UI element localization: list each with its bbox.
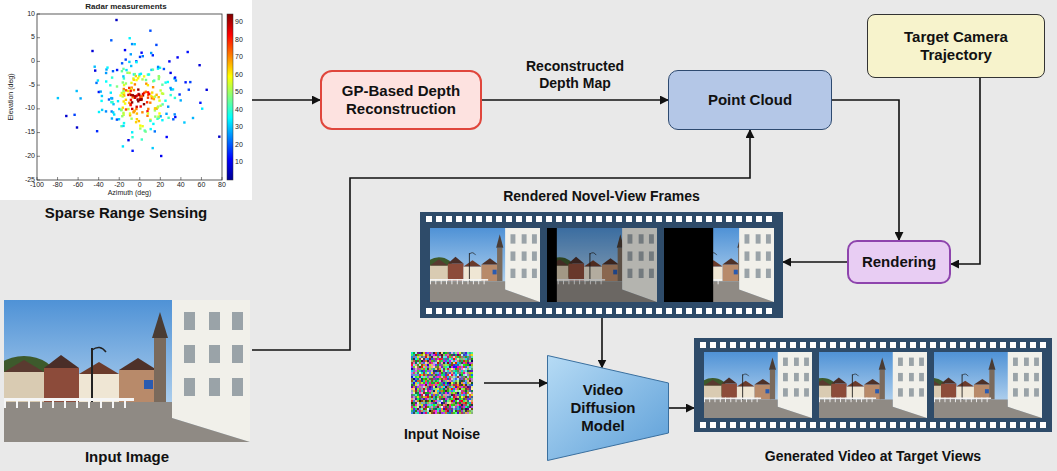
model-trapezoid: Video Diffusion Model	[547, 355, 669, 461]
flow-arrow	[832, 100, 899, 240]
film-strip: Generated Video at Target Views	[694, 338, 1052, 468]
process-box: GP-Based Depth Reconstruction	[320, 70, 482, 130]
radar-plot-panel: Sparse Range Sensing	[0, 0, 252, 228]
strip-caption: Generated Video at Target Views	[694, 448, 1052, 465]
flow-arrow	[484, 382, 547, 384]
process-box: Rendering	[847, 240, 951, 284]
flow-arrow	[601, 318, 603, 368]
film-strip: Rendered Novel-View Frames	[420, 188, 783, 318]
flow-arrow	[783, 261, 847, 263]
box-label: Rendering	[862, 253, 936, 271]
process-box: Point Cloud	[668, 70, 832, 130]
box-label: Target Camera Trajectory	[876, 28, 1036, 64]
box-label: Point Cloud	[708, 91, 792, 109]
film-frames	[694, 338, 1052, 432]
strip-heading: Rendered Novel-View Frames	[420, 188, 783, 205]
input-box: Target Camera Trajectory	[867, 14, 1045, 78]
edge-label: Reconstructed Depth Map	[503, 58, 647, 92]
noise-image: Input Noise	[400, 350, 484, 450]
film-frames	[420, 212, 783, 318]
flow-arrow	[951, 78, 980, 264]
noise-square	[411, 352, 473, 414]
image-caption: Input Image	[4, 448, 250, 466]
flow-arrow	[252, 99, 320, 101]
panel-caption: Sparse Range Sensing	[0, 204, 252, 222]
box-label: GP-Based Depth Reconstruction	[330, 82, 472, 118]
radar-scatter	[0, 0, 252, 200]
flow-arrow	[669, 407, 694, 409]
model-label: Video Diffusion Model	[553, 377, 653, 439]
input-image: Input Image	[4, 300, 252, 468]
street-photo	[4, 300, 250, 442]
image-caption: Input Noise	[390, 426, 494, 443]
flow-arrow	[482, 99, 668, 101]
